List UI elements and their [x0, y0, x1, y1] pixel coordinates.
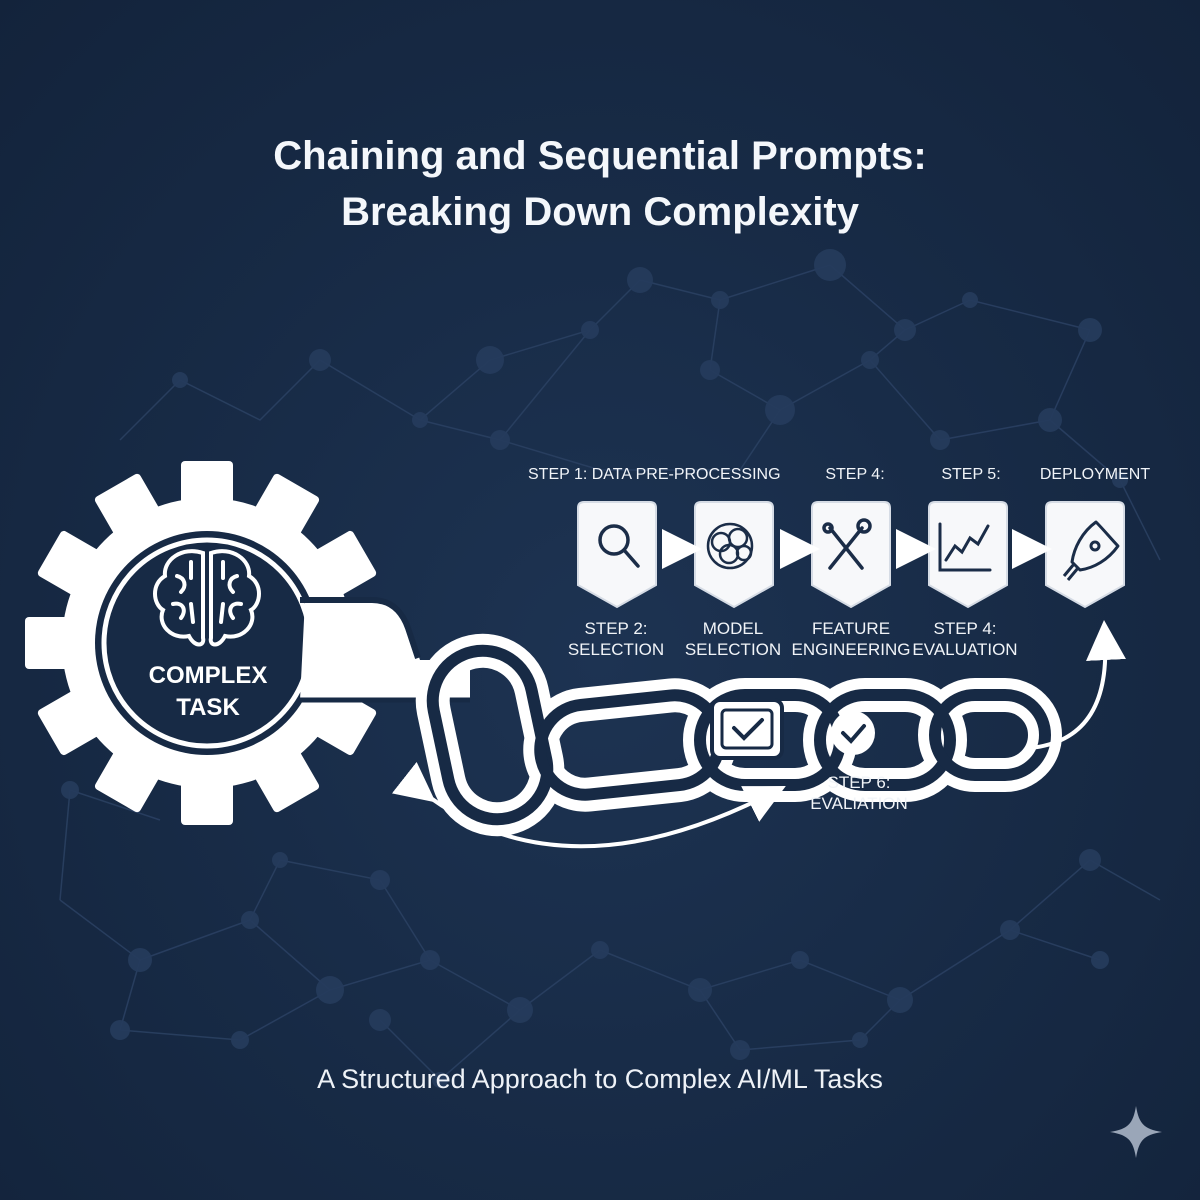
subtitle: A Structured Approach to Complex AI/ML T… [317, 1064, 883, 1094]
shield-deployment [1045, 501, 1125, 609]
checkmark-icon [710, 698, 784, 760]
magnifier-icon [598, 524, 640, 568]
shield-model-selection [694, 501, 774, 609]
step-label-2-line-2: SELECTION [684, 640, 782, 659]
chain-step-label-line-2: EVALIATION [810, 794, 908, 813]
deployment-arrow [1029, 620, 1126, 750]
top-label-3: STEP 5: [941, 466, 1001, 483]
step-label-3: FEATURE ENGINEERING [776, 618, 926, 660]
top-label-2: STEP 4: [825, 466, 885, 483]
page-title: Chaining and Sequential Prompts: Breakin… [100, 128, 1100, 240]
step-label-1: STEP 2: SELECTION [541, 618, 691, 660]
feedback-arrow [391, 761, 786, 849]
step-label-4-line-1: STEP 4: [933, 619, 997, 638]
step-label-3-line-1: FEATURE [811, 619, 891, 638]
title-line-2: Breaking Down Complexity [341, 190, 859, 234]
check-badge-icon [831, 711, 875, 755]
center-line-2: TASK [176, 694, 240, 721]
step-label-2: MODEL SELECTION [658, 618, 808, 660]
gear-icon [25, 461, 389, 825]
step-label-4: STEP 4: EVALUATION [890, 618, 1040, 660]
top-label-1: STEP 1: DATA PRE-PROCESSING [528, 466, 781, 483]
rocket-icon [1062, 520, 1120, 581]
chain-step-label-line-1: STEP 6: [827, 773, 891, 792]
brain-icon [706, 522, 754, 570]
chain-step-label: STEP 6: EVALIATION [784, 772, 934, 814]
tools-icon [822, 518, 872, 570]
complex-task-label: COMPLEX TASK [118, 660, 298, 724]
sparkle-icon [1110, 1106, 1162, 1158]
top-label-4: DEPLOYMENT [1039, 466, 1151, 483]
line-chart-icon [938, 522, 992, 572]
step-label-1-line-1: STEP 2: [584, 619, 648, 638]
step-label-3-line-2: ENGINEERING [791, 640, 911, 659]
title-line-1: Chaining and Sequential Prompts: [273, 134, 927, 178]
step-label-4-line-2: EVALUATION [912, 640, 1018, 659]
step-label-2-line-1: MODEL [702, 619, 764, 638]
step-label-1-line-2: SELECTION [567, 640, 665, 659]
center-line-1: COMPLEX [148, 662, 268, 689]
brain-icon [153, 549, 261, 647]
